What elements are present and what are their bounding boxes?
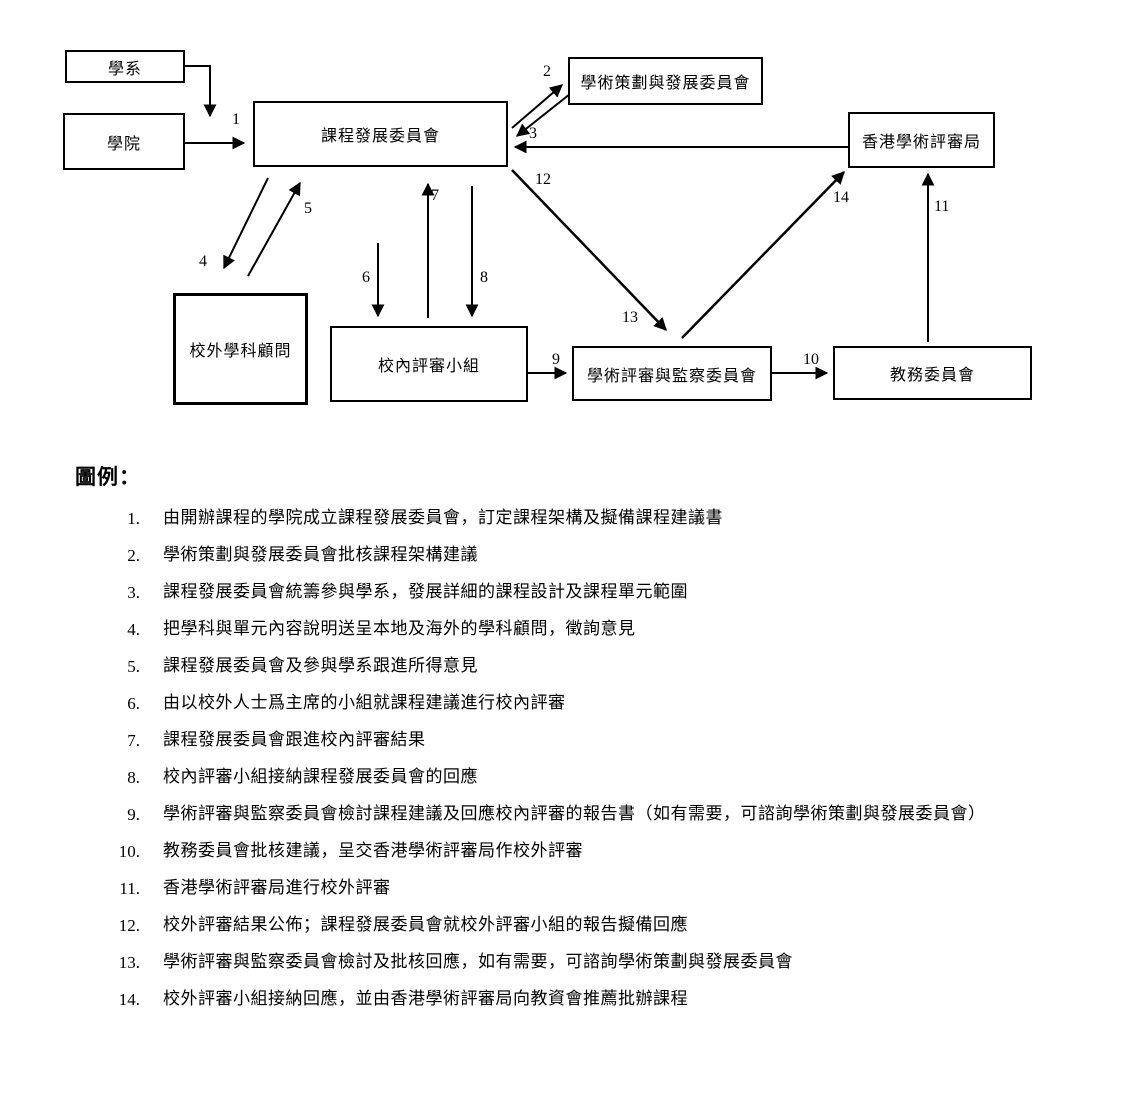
node-academic-validation-monitoring-committee: 學術評審與監察委員會 [572,346,772,401]
legend-item-number: 10. [118,842,140,861]
legend-item-number: 4. [127,620,140,639]
legend-item-text: 課程發展委員會及參與學系跟進所得意見 [163,656,478,676]
legend-item-number: 14. [118,990,140,1009]
arrow-step-5 [247,181,301,277]
legend-item-text: 學術評審與監察委員會檢討課程建議及回應校內評審的報告書（如有需要，可諮詢學術策劃… [163,804,986,824]
legend-item-text: 課程發展委員會統籌參與學系，發展詳細的課程設計及課程單元範圍 [163,582,688,602]
legend-item-3: 3. 課程發展委員會統籌參與學系，發展詳細的課程設計及課程單元範圍 [75,574,1075,611]
legend-item-text: 校內評審小組接納課程發展委員會的回應 [163,767,478,787]
legend-item-number: 2. [127,546,140,565]
legend-item-11: 11. 香港學術評審局進行校外評審 [75,870,1075,907]
legend-item-text: 學術策劃與發展委員會批核課程架構建議 [163,545,478,565]
step-label-8: 8 [480,269,488,286]
diagram-arrows [185,65,935,380]
legend-item-text: 教務委員會批核建議，呈交香港學術評審局作校外評審 [163,841,583,861]
legend-item-text: 由開辦課程的學院成立課程發展委員會，訂定課程架構及擬備課程建議書 [163,508,723,528]
legend-item-6: 6. 由以校外人士爲主席的小組就課程建議進行校內評審 [75,685,1075,722]
node-academic-planning-development-committee: 學術策劃與發展委員會 [568,57,763,105]
legend-item-text: 把學科與單元內容說明送呈本地及海外的學科顧問，徵詢意見 [163,619,636,639]
legend-item-text: 課程發展委員會跟進校內評審結果 [163,730,426,750]
legend-item-2: 2. 學術策劃與發展委員會批核課程架構建議 [75,537,1075,574]
step-label-7: 7 [431,187,439,204]
step-label-9: 9 [552,351,560,368]
legend-item-text: 香港學術評審局進行校外評審 [163,878,391,898]
legend-item-number: 5. [127,657,140,676]
node-academic-board: 教務委員會 [833,346,1032,400]
arrow-step-13 [511,169,667,331]
legend-item-number: 9. [127,805,140,824]
step-label-10: 10 [803,351,819,368]
arrow-step-3 [515,93,571,137]
step-label-4: 4 [199,253,207,270]
legend-item-number: 3. [127,583,140,602]
step-label-6: 6 [362,269,370,286]
legend-item-7: 7. 課程發展委員會跟進校內評審結果 [75,722,1075,759]
node-internal-validation-panel: 校內評審小組 [330,326,528,402]
legend-item-text: 校外評審小組接納回應，並由香港學術評審局向教資會推薦批辦課程 [163,989,688,1009]
node-faculty: 學院 [63,113,185,170]
legend-item-4: 4. 把學科與單元內容說明送呈本地及海外的學科顧問，徵詢意見 [75,611,1075,648]
step-label-2: 2 [543,63,551,80]
legend-item-number: 1. [127,509,140,528]
legend-item-number: 6. [127,694,140,713]
legend-item-number: 7. [127,731,140,750]
arrow-step-14 [681,171,845,339]
legend-item-number: 8. [127,768,140,787]
legend-item-10: 10. 教務委員會批核建議，呈交香港學術評審局作校外評審 [75,833,1075,870]
arrow-department-flow [185,65,217,118]
step-label-13: 13 [622,309,638,326]
step-label-14: 14 [833,189,849,206]
legend-item-8: 8. 校內評審小組接納課程發展委員會的回應 [75,759,1075,796]
legend-item-9: 9. 學術評審與監察委員會檢討課程建議及回應校內評審的報告書（如有需要，可諮詢學… [75,796,1075,833]
legend-item-number: 12. [118,916,140,935]
legend-item-text: 校外評審結果公佈；課程發展委員會就校外評審小組的報告擬備回應 [163,915,688,935]
legend-item-13: 13. 學術評審與監察委員會檢討及批核回應，如有需要，可諮詢學術策劃與發展委員會 [75,944,1075,981]
step-label-1: 1 [232,111,240,128]
step-label-11: 11 [934,198,950,215]
step-label-12: 12 [535,171,551,188]
legend-item-number: 13. [118,953,140,972]
legend-item-12: 12. 校外評審結果公佈；課程發展委員會就校外評審小組的報告擬備回應 [75,907,1075,944]
legend-item-number: 11. [119,879,140,898]
node-department: 學系 [65,50,185,83]
legend-item-text: 由以校外人士爲主席的小組就課程建議進行校內評審 [163,693,566,713]
node-external-subject-advisors: 校外學科顧問 [173,293,308,405]
legend-item-1: 1. 由開辦課程的學院成立課程發展委員會，訂定課程架構及擬備課程建議書 [75,500,1075,537]
node-programme-development-committee: 課程發展委員會 [253,101,508,167]
arrow-step-2 [511,84,563,129]
step-label-3: 3 [529,125,537,142]
node-hk-accreditation-council: 香港學術評審局 [848,112,995,168]
arrow-step-4 [223,177,269,270]
legend-item-14: 14. 校外評審小組接納回應，並由香港學術評審局向教資會推薦批辦課程 [75,981,1075,1018]
step-label-5: 5 [304,200,312,217]
legend: 圖例： 1. 由開辦課程的學院成立課程發展委員會，訂定課程架構及擬備課程建議書 … [75,462,1075,1018]
legend-item-text: 學術評審與監察委員會檢討及批核回應，如有需要，可諮詢學術策劃與發展委員會 [163,952,793,972]
legend-item-5: 5. 課程發展委員會及參與學系跟進所得意見 [75,648,1075,685]
legend-title: 圖例： [75,465,141,489]
